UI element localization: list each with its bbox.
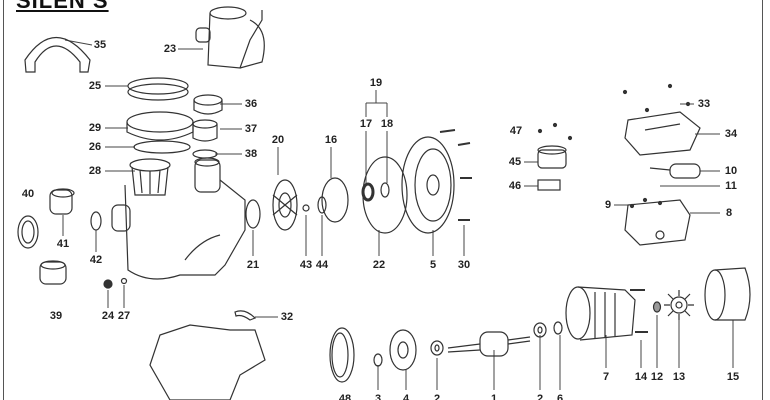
label-41: 41 bbox=[56, 238, 70, 250]
label-36: 36 bbox=[244, 98, 258, 110]
label-16: 16 bbox=[324, 134, 338, 146]
part-8-terminal-box bbox=[624, 199, 691, 246]
part-2-bearing-rear bbox=[533, 322, 547, 338]
part-43-screw bbox=[302, 204, 310, 212]
frame-left-border bbox=[3, 0, 4, 400]
part-35-handle bbox=[24, 36, 91, 73]
part-14-tie-rods bbox=[630, 289, 648, 333]
label-48: 48 bbox=[338, 393, 352, 400]
diagram-title: SILEN S bbox=[16, 0, 109, 13]
label-38: 38 bbox=[244, 148, 258, 160]
label-40: 40 bbox=[21, 188, 35, 200]
part-12-washer bbox=[652, 301, 662, 313]
screws-33-47-9 bbox=[537, 83, 691, 209]
label-17: 17 bbox=[359, 118, 373, 130]
part-42-o-ring bbox=[90, 211, 102, 231]
label-22: 22 bbox=[372, 259, 386, 271]
part-3-washer bbox=[373, 353, 383, 367]
part-46-gasket bbox=[537, 179, 561, 191]
label-11: 11 bbox=[725, 180, 737, 192]
label-37: 37 bbox=[244, 123, 258, 135]
label-45: 45 bbox=[508, 156, 522, 168]
part-36-nut bbox=[193, 94, 223, 115]
part-26-o-ring bbox=[133, 140, 191, 154]
part-24-drain-plug bbox=[103, 279, 113, 289]
label-8: 8 bbox=[725, 207, 733, 219]
label-20: 20 bbox=[271, 134, 285, 146]
label-23: 23 bbox=[163, 43, 177, 55]
label-4: 4 bbox=[402, 393, 410, 400]
part-17-18-mechanical-seal bbox=[361, 182, 390, 202]
label-13: 13 bbox=[672, 371, 686, 383]
label-39: 39 bbox=[49, 310, 63, 322]
label-46: 46 bbox=[508, 180, 522, 192]
leader-lines bbox=[62, 39, 734, 390]
pump-base bbox=[149, 324, 266, 400]
label-18: 18 bbox=[380, 118, 394, 130]
label-10: 10 bbox=[724, 165, 738, 177]
label-32: 32 bbox=[280, 311, 294, 323]
label-6: 6 bbox=[556, 393, 564, 400]
label-2-front: 2 bbox=[433, 393, 441, 400]
part-22-o-ring bbox=[362, 156, 408, 234]
part-32-clip bbox=[234, 310, 257, 321]
label-34: 34 bbox=[724, 128, 738, 140]
label-29: 29 bbox=[88, 122, 102, 134]
part-29-locking-ring bbox=[126, 111, 194, 141]
label-3: 3 bbox=[374, 393, 382, 400]
part-23-pump-body bbox=[195, 6, 265, 69]
label-33: 33 bbox=[697, 98, 711, 110]
label-24: 24 bbox=[101, 310, 115, 322]
label-42: 42 bbox=[89, 254, 103, 266]
label-35: 35 bbox=[93, 39, 107, 51]
label-19: 19 bbox=[369, 77, 383, 89]
label-2-rear: 2 bbox=[536, 393, 544, 400]
part-48-cover bbox=[329, 327, 355, 383]
label-21: 21 bbox=[246, 259, 260, 271]
label-12: 12 bbox=[650, 371, 664, 383]
part-37-union bbox=[192, 119, 218, 142]
part-39-union bbox=[39, 260, 67, 285]
part-40-union-nut bbox=[17, 215, 39, 249]
label-30: 30 bbox=[457, 259, 471, 271]
label-27: 27 bbox=[117, 310, 131, 322]
part-20-diffuser bbox=[272, 179, 298, 231]
part-30-bolts bbox=[439, 129, 472, 221]
part-2-bearing-front bbox=[430, 340, 444, 356]
label-1: 1 bbox=[490, 393, 498, 400]
part-10-capacitor bbox=[649, 163, 701, 179]
part-4-front-flange bbox=[389, 329, 417, 371]
part-41-union bbox=[49, 188, 75, 215]
part-13-fan bbox=[664, 290, 694, 320]
part-1-rotor-shaft bbox=[447, 331, 531, 357]
label-43: 43 bbox=[299, 259, 313, 271]
label-14: 14 bbox=[634, 371, 648, 383]
part-34-terminal-cover bbox=[624, 111, 701, 156]
label-15: 15 bbox=[726, 371, 740, 383]
label-47: 47 bbox=[509, 125, 523, 137]
part-25-lid bbox=[127, 77, 189, 101]
label-5: 5 bbox=[429, 259, 437, 271]
part-38-o-ring bbox=[192, 149, 218, 159]
frame-right-border bbox=[762, 0, 763, 400]
label-25: 25 bbox=[88, 80, 102, 92]
part-15-fan-cover bbox=[704, 267, 751, 321]
part-16-impeller bbox=[317, 177, 349, 223]
label-26: 26 bbox=[88, 141, 102, 153]
label-9: 9 bbox=[604, 199, 612, 211]
part-21-o-ring bbox=[245, 199, 261, 229]
part-28-basket bbox=[129, 158, 171, 196]
part-7-motor-stator bbox=[565, 286, 636, 341]
pump-housing bbox=[111, 157, 246, 280]
part-27-seal bbox=[120, 277, 128, 285]
label-28: 28 bbox=[88, 165, 102, 177]
part-6-wave-washer bbox=[553, 321, 563, 335]
part-45-capacitor-box bbox=[537, 145, 567, 169]
label-7: 7 bbox=[602, 371, 610, 383]
label-44: 44 bbox=[315, 259, 329, 271]
part-5-seal-plate bbox=[401, 136, 455, 234]
